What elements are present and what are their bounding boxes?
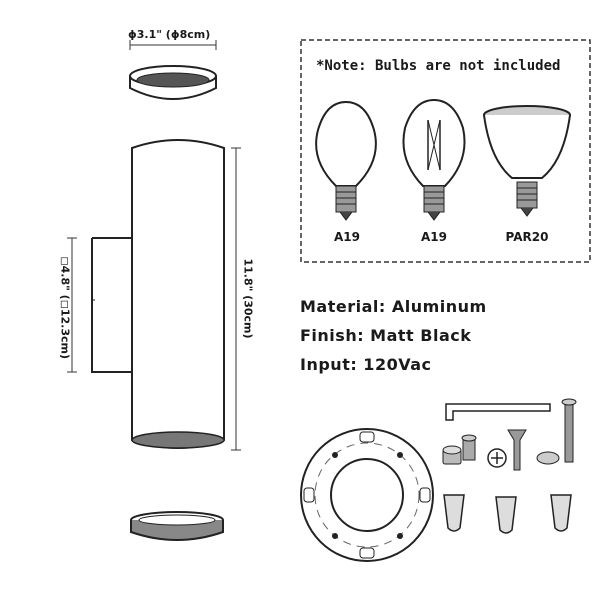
bulb-label: A19	[334, 230, 360, 244]
diameter-label: ϕ3.1" (ϕ8cm)	[128, 28, 211, 41]
bulb-label: A19	[421, 230, 447, 244]
height-label: 11.8" (30cm)	[241, 258, 255, 339]
spec-input: Input: 120Vac	[300, 355, 432, 374]
bulb-label: PAR20	[505, 230, 549, 244]
backplate-label: ◻4.8" (◻12.3cm)	[58, 256, 72, 360]
spec-material: Material: Aluminum	[300, 297, 487, 316]
spec-finish: Finish: Matt Black	[300, 326, 472, 345]
bulbs-note: *Note: Bulbs are not included	[316, 58, 561, 74]
